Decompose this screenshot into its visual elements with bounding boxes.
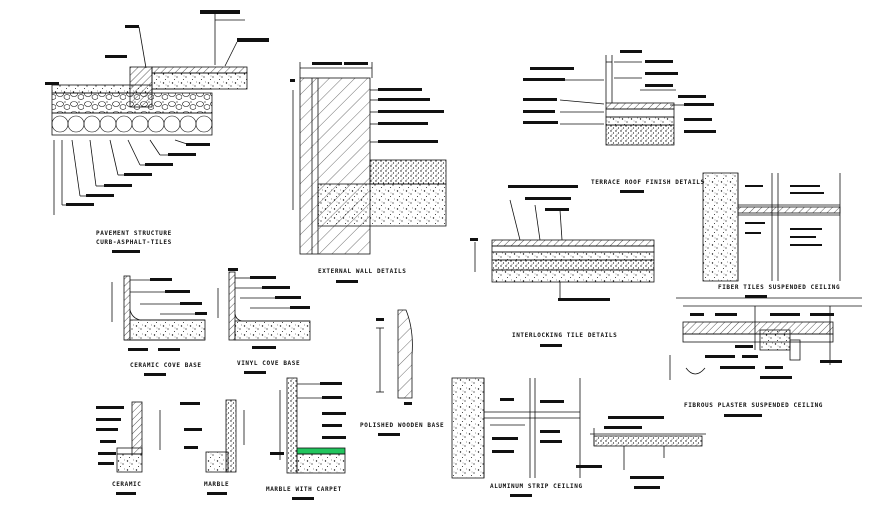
fibrous-plaster-scale-bar: [724, 414, 762, 417]
pavement-scale-bar: [112, 250, 140, 253]
vinyl-cove-title: VINYL COVE BASE: [237, 360, 301, 367]
fiber-tiles-title: FIBER TILES SUSPENDED CEILING: [718, 284, 841, 291]
aluminum-strip-title: ALUMINUM STRIP CEILING: [490, 483, 583, 490]
aluminum-strip-scale-bar: [510, 494, 532, 497]
terrace-roof-detail: [559, 55, 684, 146]
marble-title: MARBLE: [204, 481, 230, 488]
ceramic-cove-base-detail: [111, 275, 206, 341]
polished-wooden-base-detail: [376, 309, 413, 399]
fibrous-plaster-ceiling-detail: [669, 297, 862, 380]
fibrous-plaster-title: FIBROUS PLASTER SUSPENDED CEILING: [684, 402, 824, 409]
external-wall-scale-bar: [336, 280, 358, 283]
marble-with-carpet-detail: [279, 377, 346, 474]
marble-carpet-scale-bar: [292, 497, 314, 500]
interlocking-title: INTERLOCKING TILE DETAILS: [512, 332, 618, 339]
marble-scale-bar: [207, 492, 227, 495]
fiber-tiles-ceiling-detail: [702, 172, 841, 282]
interlocking-scale-bar: [540, 344, 562, 347]
ceramic-cove-title: CERAMIC COVE BASE: [130, 362, 202, 369]
external-wall-title: EXTERNAL WALL DETAILS: [318, 268, 407, 275]
polished-wood-scale-bar: [378, 433, 400, 436]
pavement-title-line2: CURB-ASPHALT-TILES: [96, 239, 172, 246]
marble-base-detail: [205, 399, 245, 473]
pavement-title-line1: PAVEMENT STRUCTURE: [96, 230, 172, 237]
fiber-tiles-scale-bar: [745, 295, 767, 298]
pavement-structure-detail: [45, 10, 269, 215]
marble-carpet-title: MARBLE WITH CARPET: [266, 486, 342, 493]
ceramic-scale-bar: [116, 492, 136, 495]
terrace-roof-scale-bar: [620, 190, 644, 193]
ceramic-cove-scale-bar: [144, 373, 166, 376]
external-wall-detail: [292, 62, 447, 255]
interlocking-tile-detail: [474, 199, 655, 298]
terrace-roof-title: TERRACE ROOF FINISH DETAILS: [591, 179, 705, 186]
suspended-slab-detail: [590, 428, 706, 470]
ceramic-base-detail: [116, 401, 161, 473]
aluminum-strip-ceiling-detail: [451, 377, 581, 479]
ceramic-title: CERAMIC: [112, 481, 142, 488]
polished-wood-title: POLISHED WOODEN BASE: [360, 422, 445, 429]
vinyl-cove-base-detail: [217, 271, 311, 341]
vinyl-cove-scale-bar: [244, 371, 266, 374]
